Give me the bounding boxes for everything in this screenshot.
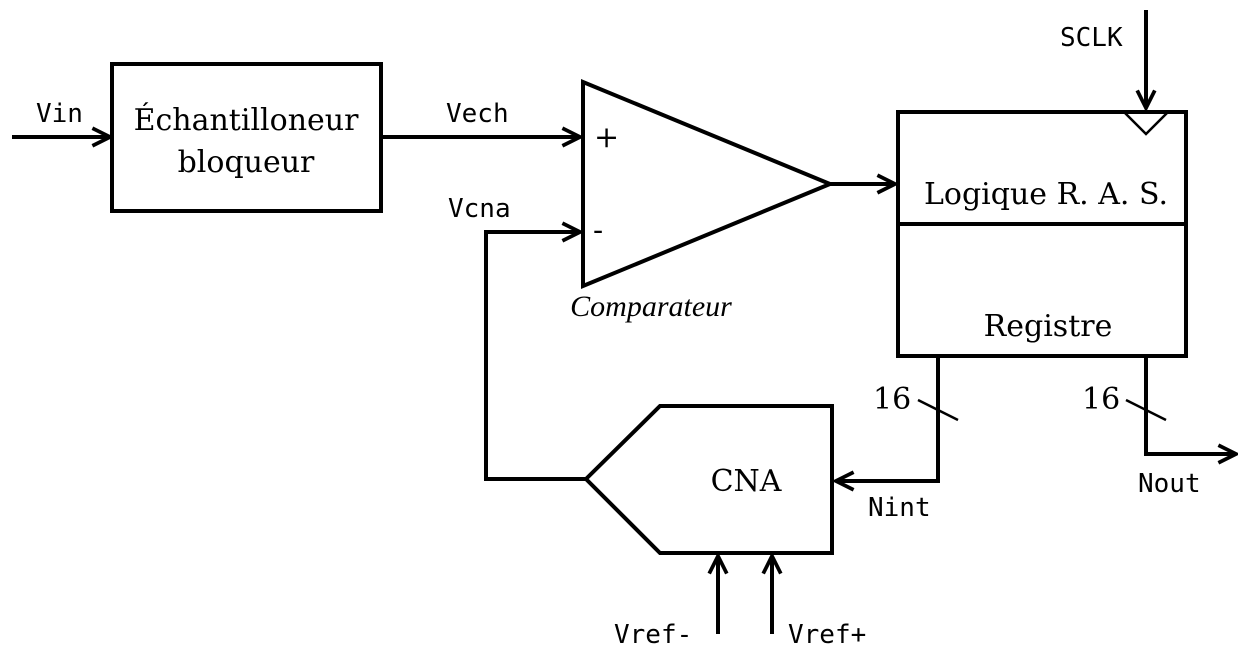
clock-input-triangle — [1120, 110, 1172, 136]
comparator-plus-sign: + — [594, 120, 619, 155]
sar-register-block — [896, 110, 1188, 358]
comparator-label: Comparateur — [570, 290, 732, 323]
vin-label: Vin — [36, 99, 83, 129]
nout-label: Nout — [1138, 469, 1201, 499]
dac-block — [583, 404, 834, 555]
vcna-feedback-wire — [484, 232, 586, 481]
nint-wire — [836, 356, 940, 481]
sar-logic-label: Logique R. A. S. — [924, 177, 1168, 212]
nint-bus-slash — [917, 398, 959, 422]
sclk-label: SCLK — [1060, 23, 1123, 53]
comparator-triangle — [581, 79, 836, 289]
vref-minus-label: Vref- — [614, 620, 692, 650]
vref-plus-label: Vref+ — [788, 620, 866, 650]
sampler-label-line1: Échantilloneur — [134, 102, 360, 138]
nout-bus-width: 16 — [1082, 382, 1120, 417]
sampler-label-line2: bloqueur — [178, 145, 315, 180]
nint-label: Nint — [868, 493, 931, 523]
dac-label: CNA — [711, 464, 782, 499]
comparator-minus-sign: - — [593, 213, 603, 248]
vcna-label: Vcna — [448, 194, 511, 224]
nout-wire — [1144, 356, 1236, 454]
register-label: Registre — [984, 309, 1113, 344]
vech-label: Vech — [446, 99, 509, 129]
nout-bus-slash — [1125, 398, 1167, 422]
nint-bus-width: 16 — [873, 382, 911, 417]
